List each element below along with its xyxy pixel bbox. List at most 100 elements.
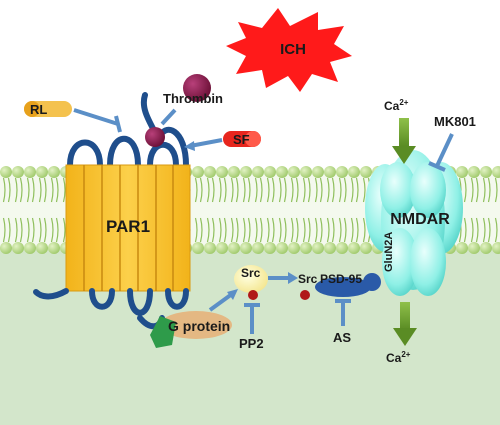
lipid-tail [38,177,42,203]
lipid-head [480,242,492,254]
lipid-tail [338,177,342,203]
lipid-head [240,242,252,254]
lipid-tail [223,217,227,243]
lipid-tail [7,217,11,243]
lipid-tail [19,177,23,203]
lipid-tail [194,217,198,243]
lipid-tail [38,217,42,243]
lipid-head [480,166,492,178]
lipid-tail [199,177,203,203]
lipid-tail [350,217,354,243]
as-inhibitor [335,299,351,326]
ca-bottom-charge: 2+ [401,350,410,359]
lipid-tail [475,177,479,203]
lipid-tail [242,177,246,203]
lipid-head [456,242,468,254]
lipid-head [192,242,204,254]
ca-top-symbol: Ca [384,99,400,113]
nmdar-channel [365,150,463,296]
lipid-tail [14,217,18,243]
lipid-head [300,242,312,254]
lipid-head [276,166,288,178]
lipid-head [468,166,480,178]
lipid-tail [19,217,23,243]
lipid-tail [31,177,35,203]
lipid-tail [295,177,299,203]
lipid-tail [62,217,66,243]
thrombin-protease [183,74,211,102]
lipid-head [24,166,36,178]
lipid-tail [211,217,215,243]
lipid-tail [26,217,30,243]
lipid-tail [331,177,335,203]
lipid-tail [487,217,491,243]
lipid-tail [331,217,335,243]
lipid-tail [218,217,222,243]
lipid-head [312,166,324,178]
lipid-head [0,166,12,178]
lipid-head [228,242,240,254]
ca-influx-arrow-top [392,118,416,164]
lipid-tail [218,177,222,203]
lipid-tail [290,177,294,203]
lipid-tail [302,217,306,243]
lipid-tail [194,177,198,203]
lipid-tail [43,217,47,243]
lipid-tail [302,177,306,203]
lipid-tail [314,217,318,243]
ich-burst [226,8,352,92]
lipid-tail [247,217,251,243]
lipid-head [348,242,360,254]
psd95-scaffold [315,277,371,297]
lipid-head [228,166,240,178]
thrombin-arrow [160,108,177,126]
ca-top-charge: 2+ [399,98,408,107]
par1-intracellular-loops [33,288,189,330]
lipid-tail [319,217,323,243]
src2-phospho [300,290,310,300]
lipid-head [204,242,216,254]
sf-activator [184,131,261,151]
ich-label: ICH [280,41,306,58]
lipid-head [492,242,500,254]
lipid-tail [199,217,203,243]
lipid-head [360,166,372,178]
lipid-head [36,242,48,254]
lipid-tail [14,177,18,203]
lipid-tail [487,177,491,203]
lipid-tail [211,177,215,203]
lipid-tail [307,217,311,243]
ca-influx-arrow-bottom [393,302,417,346]
lipid-tail [235,177,239,203]
src-to-src-arrow [268,272,298,284]
sf-label: SF [233,132,250,147]
lipid-tail [338,217,342,243]
pp2-label: PP2 [239,336,264,351]
lipid-tail [242,217,246,243]
lipid-head [216,242,228,254]
mk801-label: MK801 [434,114,476,129]
g-protein [150,311,232,348]
glun2a-label: GluN2A [383,232,395,272]
mk801-inhibitor [428,133,454,172]
lipid-tail [26,177,30,203]
lipid-head [36,166,48,178]
lipid-tail [307,177,311,203]
g-protein-label: G protein [168,318,230,334]
lipid-tail [314,177,318,203]
lipid-head [360,242,372,254]
lipid-tail [50,177,54,203]
thrombin-bound [145,127,165,147]
thrombin-label: Thrombin [163,91,223,106]
lipid-tail [482,177,486,203]
lipid-head [204,166,216,178]
lipid-tail [223,177,227,203]
lipid-head [216,166,228,178]
lipid-tail [278,177,282,203]
rl-label: RL [30,102,47,117]
lipid-head [12,242,24,254]
ca-top-label: Ca2+ [384,98,409,113]
lipid-head [252,242,264,254]
lipid-tail [43,177,47,203]
